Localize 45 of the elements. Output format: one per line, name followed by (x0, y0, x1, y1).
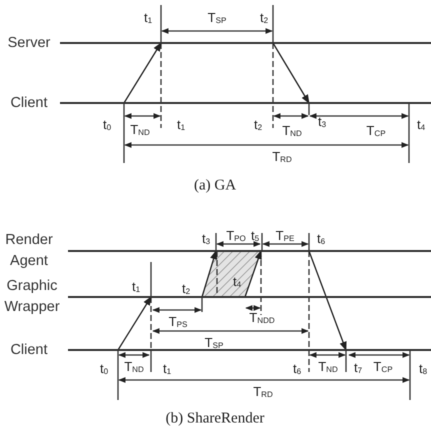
time-label: t$_{2}$ (260, 10, 268, 26)
message-arrow (244, 250, 262, 298)
time-label: T$_{ND}$ (282, 124, 302, 138)
timeline-label: Client (9, 340, 49, 360)
time-label: t$_{2}$ (182, 282, 190, 296)
time-label: t$_{3}$ (318, 114, 326, 130)
message-arrow (308, 250, 347, 351)
time-label: T$_{PE}$ (276, 228, 294, 244)
time-label: t$_{2}$ (254, 118, 262, 132)
time-label: t$_{0}$ (102, 118, 112, 132)
time-label: T$_{SP}$ (208, 10, 226, 26)
time-label: t$_{1}$ (132, 280, 140, 294)
time-label: t$_{1}$ (162, 362, 172, 376)
time-label: T$_{CP}$ (373, 360, 393, 374)
time-label: t$_{3}$ (202, 232, 210, 246)
timeline-label: Graphic Wrapper (3, 277, 61, 317)
timeline-label: Render Agent (4, 231, 54, 271)
time-label: T$_{SP}$ (204, 336, 224, 350)
time-label: t$_{0}$ (100, 362, 108, 376)
time-label: t$_{4}$ (416, 118, 426, 132)
message-arrow (201, 250, 218, 298)
timeline-label: Client (9, 94, 49, 112)
time-label: T$_{NDD}$ (249, 310, 275, 326)
time-label: T$_{CP}$ (366, 124, 386, 138)
time-label: t$_{8}$ (418, 362, 428, 376)
time-label: t$_{6}$ (292, 362, 302, 376)
time-label: T$_{RD}$ (272, 150, 292, 164)
message-arrow (123, 42, 162, 104)
time-label: t$_{1}$ (144, 10, 152, 26)
time-label: T$_{ND}$ (318, 360, 338, 374)
time-label: t$_{4}$ (232, 274, 242, 290)
timeline-label: Server (6, 34, 52, 52)
message-arrow (117, 296, 152, 350)
time-label: t$_{6}$ (316, 232, 326, 246)
caption: (b) ShareRender (166, 412, 264, 426)
time-label: t$_{7}$ (354, 360, 362, 376)
message-arrow (272, 42, 310, 104)
time-label: T$_{PO}$ (226, 228, 246, 244)
time-label: T$_{ND}$ (124, 360, 144, 374)
time-label: t$_{5}$ (250, 228, 260, 244)
time-label: T$_{RD}$ (253, 384, 273, 400)
time-label: T$_{ND}$ (130, 122, 150, 138)
time-label: T$_{PS}$ (168, 314, 188, 330)
time-label: t$_{1}$ (176, 118, 186, 132)
caption: (a) GA (194, 178, 236, 194)
